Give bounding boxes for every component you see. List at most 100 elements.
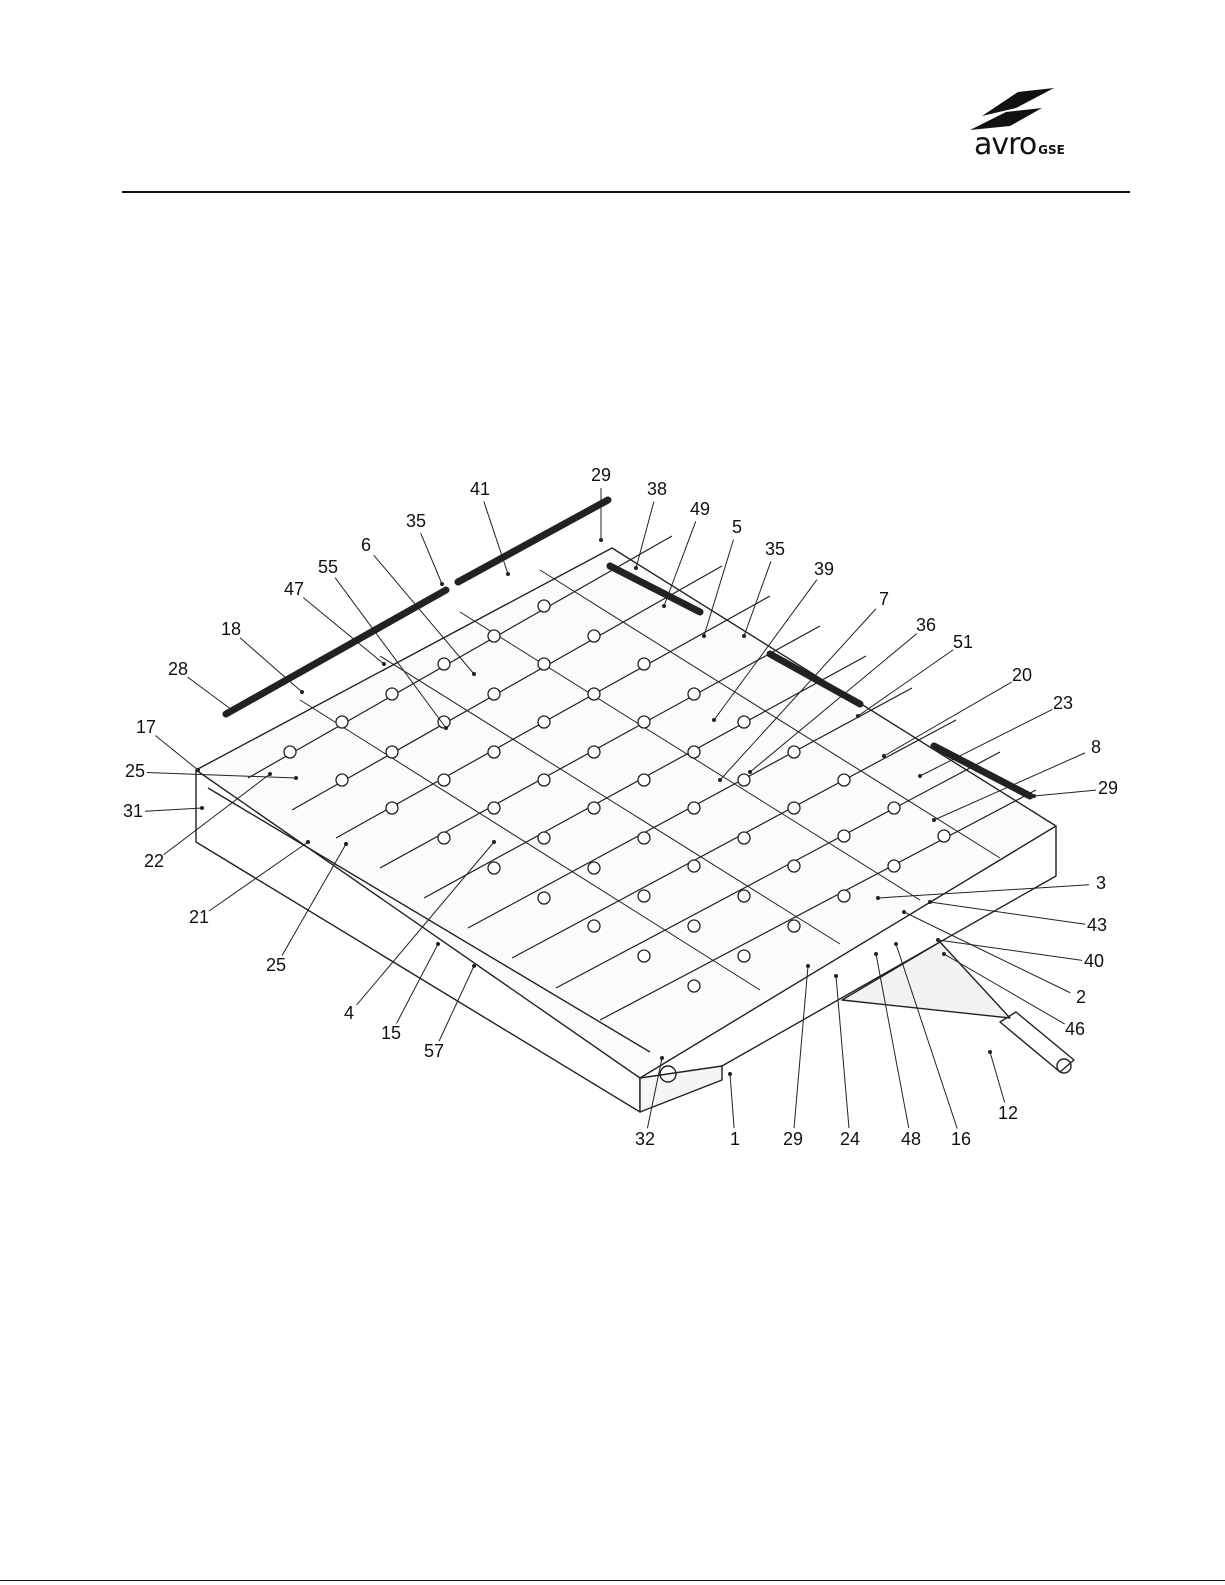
callout-leader-dot: [988, 1050, 992, 1054]
callout-leader-dot: [436, 942, 440, 946]
callout-label: 8: [1091, 737, 1101, 757]
callout-label: 49: [690, 499, 710, 519]
callout-leader-dot: [742, 634, 746, 638]
callout-leader-dot: [902, 910, 906, 914]
callout-leader-dot: [472, 672, 476, 676]
callout-17: 17: [136, 717, 200, 772]
callout-label: 29: [1098, 778, 1118, 798]
callout-leader-dot: [634, 566, 638, 570]
callout-label: 22: [144, 851, 164, 871]
callout-label: 28: [168, 659, 188, 679]
callout-leader-dot: [806, 964, 810, 968]
callout-label: 35: [406, 511, 426, 531]
callout-leader-dot: [200, 806, 204, 810]
callout-label: 57: [424, 1041, 444, 1061]
callout-leader-dot: [444, 726, 448, 730]
callout-label: 36: [916, 615, 936, 635]
callout-leader-line: [636, 502, 654, 568]
callout-label: 43: [1087, 915, 1107, 935]
callout-leader-dot: [506, 572, 510, 576]
callout-label: 51: [953, 632, 973, 652]
callout-label: 1: [730, 1129, 740, 1149]
callout-label: 3: [1096, 873, 1106, 893]
callout-label: 5: [732, 517, 742, 537]
callout-leader-dot: [894, 942, 898, 946]
callout-label: 23: [1053, 693, 1073, 713]
callout-leader-dot: [882, 754, 886, 758]
callout-leader-dot: [382, 662, 386, 666]
callout-29: 29: [1032, 778, 1118, 798]
callout-leader-line: [990, 1052, 1005, 1102]
callout-1: 1: [728, 1072, 740, 1149]
callout-leader-dot: [660, 1056, 664, 1060]
callout-label: 24: [840, 1129, 860, 1149]
callout-35: 35: [406, 511, 444, 586]
callout-label: 16: [951, 1129, 971, 1149]
callout-leader-line: [155, 736, 198, 770]
callout-leader-line: [145, 808, 202, 811]
callout-leader-line: [439, 966, 474, 1041]
callout-57: 57: [424, 964, 476, 1061]
callout-20: 20: [882, 665, 1032, 758]
callout-leader-dot: [492, 840, 496, 844]
callout-leader-dot: [306, 840, 310, 844]
callout-leader-line: [920, 709, 1052, 776]
callout-label: 29: [591, 465, 611, 485]
callout-15: 15: [381, 942, 440, 1043]
callout-label: 21: [189, 907, 209, 927]
callout-31: 31: [123, 801, 204, 821]
callout-label: 20: [1012, 665, 1032, 685]
callout-leader-dot: [440, 582, 444, 586]
callout-leader-dot: [728, 1072, 732, 1076]
callout-51: 51: [856, 632, 973, 718]
callout-leader-line: [938, 940, 1082, 960]
callout-label: 17: [136, 717, 156, 737]
callout-leader-dot: [662, 604, 666, 608]
callout-28: 28: [168, 659, 234, 712]
callout-label: 25: [125, 761, 145, 781]
callout-leader-dot: [1032, 794, 1036, 798]
callout-leader-line: [164, 774, 270, 855]
callout-label: 32: [635, 1129, 655, 1149]
callout-label: 46: [1065, 1019, 1085, 1039]
callout-leader-line: [730, 1074, 734, 1128]
callout-label: 31: [123, 801, 143, 821]
callout-leader-dot: [942, 952, 946, 956]
callout-label: 6: [361, 535, 371, 555]
callout-leader-line: [188, 677, 232, 710]
callout-leader-dot: [230, 708, 234, 712]
callout-leader-dot: [300, 690, 304, 694]
callout-12: 12: [988, 1050, 1018, 1123]
callout-leader-dot: [748, 770, 752, 774]
callout-43: 43: [928, 900, 1107, 935]
callout-label: 7: [879, 589, 889, 609]
callout-leader-line: [744, 561, 771, 636]
callout-label: 55: [318, 557, 338, 577]
callout-leader-dot: [936, 938, 940, 942]
callout-label: 4: [344, 1003, 354, 1023]
callout-leader-line: [858, 650, 953, 716]
callout-49: 49: [662, 499, 710, 608]
callout-leader-dot: [472, 964, 476, 968]
tow-bar: [1000, 1012, 1074, 1072]
callout-leader-dot: [712, 718, 716, 722]
callout-label: 38: [647, 479, 667, 499]
callout-leader-dot: [702, 634, 706, 638]
callout-leader-dot: [834, 974, 838, 978]
callout-label: 48: [901, 1129, 921, 1149]
step-plate: [842, 942, 1010, 1018]
callout-leader-dot: [874, 952, 878, 956]
callout-29: 29: [783, 964, 810, 1149]
callout-label: 35: [765, 539, 785, 559]
callout-35: 35: [742, 539, 785, 638]
callout-label: 39: [814, 559, 834, 579]
callout-leader-line: [240, 638, 302, 692]
dolly-illustration: [196, 500, 1074, 1112]
callout-leader-dot: [718, 778, 722, 782]
callout-leader-dot: [268, 772, 272, 776]
callout-label: 2: [1076, 987, 1086, 1007]
callout-leader-line: [421, 533, 442, 584]
callout-leader-line: [397, 944, 438, 1023]
callout-label: 25: [266, 955, 286, 975]
